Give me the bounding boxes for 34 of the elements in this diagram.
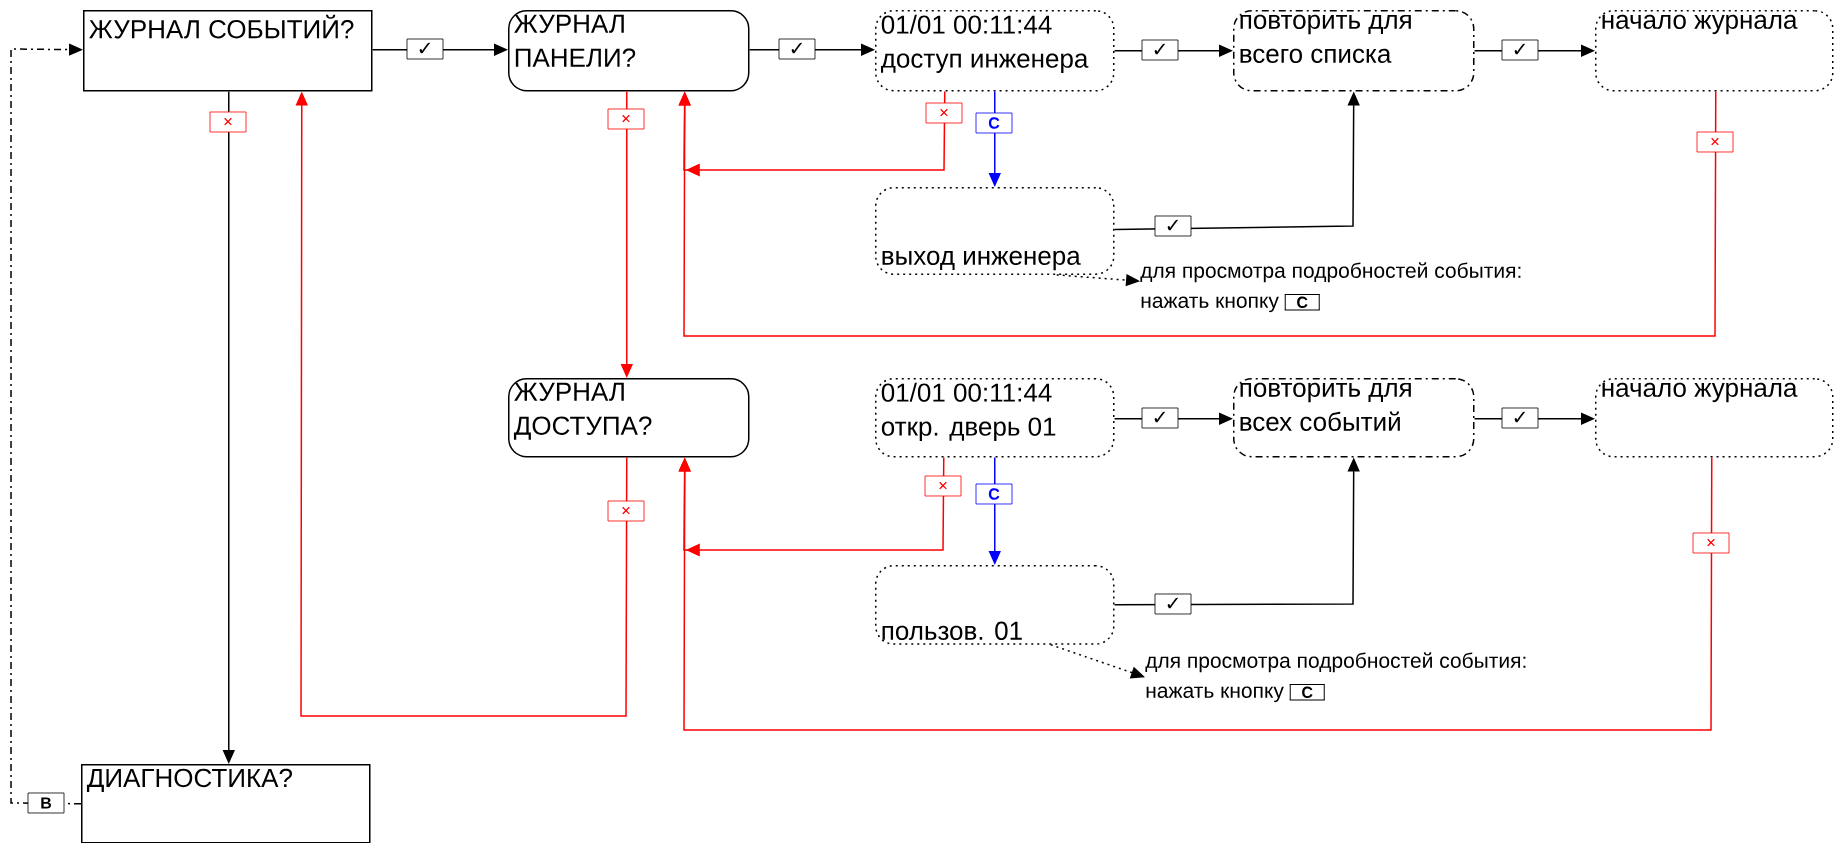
display-box: повторить для всего списка [1233,10,1475,92]
edge-label: ✕ [607,108,645,130]
note-text: для просмотра подробностей события: нажать кнопку C [1145,652,1526,703]
edge-label: C [975,112,1013,134]
edge-label: ✕ [607,500,645,522]
arrow [678,90,1717,337]
arrow [678,456,1713,731]
menu-box: ЖУРНАЛ СОБЫТИЙ? [83,10,373,92]
edge-label: ✕ [925,102,963,124]
display-box: выход инженера [875,187,1115,275]
edge-label: ✓ [1141,407,1179,429]
edge-label: ✓ [1501,407,1539,429]
edge-label: ✕ [1696,131,1734,153]
edge-label: ✓ [1141,39,1179,61]
display-box: 01/01 00:11:44 доступ инженера [875,10,1115,92]
menu-box: ДИАГНОСТИКА? [81,764,371,843]
display-box: начало журнала [1595,378,1834,458]
display-box: повторить для всех событий [1233,378,1475,458]
edge-label: ✕ [924,475,962,497]
edge-label: C [975,483,1013,505]
edge-label: ✓ [1154,215,1192,237]
display-box: пользов. 01 [875,565,1115,645]
menu-box: ЖУРНАЛ ДОСТУПА? [508,378,750,458]
menu-box: ЖУРНАЛ ПАНЕЛИ? [508,10,750,92]
note-text: для просмотра подробностей события: нажать кнопку C [1140,262,1521,313]
edge-label: ✓ [1501,39,1539,61]
display-box: 01/01 00:11:44 откр. дверь 01 [875,378,1115,458]
edge-label: ✕ [209,111,247,133]
display-box: начало журнала [1595,10,1834,92]
edge-label: ✓ [406,38,444,60]
edge-label: ✓ [1154,593,1192,615]
edge-label: ✕ [1692,532,1730,554]
edge-label: B [27,792,65,814]
edge-label: ✓ [778,38,816,60]
